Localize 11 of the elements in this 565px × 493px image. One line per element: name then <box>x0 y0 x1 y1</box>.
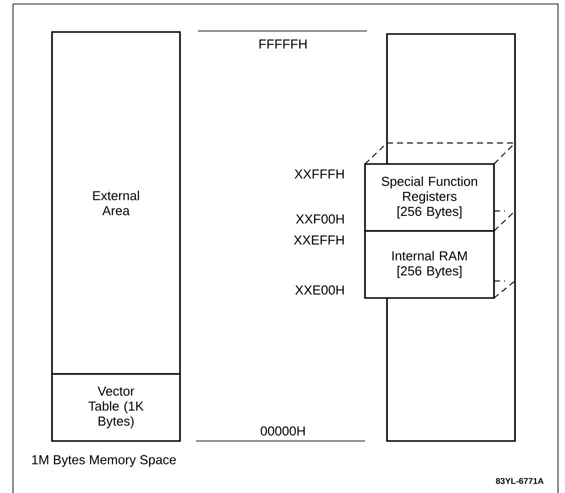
address-label: XXE00H <box>295 285 344 295</box>
address-label: XXEFFH <box>294 236 344 244</box>
address-label: XXF00H <box>296 214 344 224</box>
memory-region-box: Internal RAM [256 Bytes] <box>364 230 495 299</box>
address-label: 00000H <box>260 426 305 436</box>
address-label: FFFFFH <box>260 40 306 48</box>
figure-number: 83YL-6771A <box>496 478 544 484</box>
caption-text: 1M Bytes Memory Space <box>32 455 176 467</box>
address-label: XXFFFH <box>294 170 344 178</box>
memory-region-box: Special Function Registers [256 Bytes] <box>364 163 495 232</box>
memory-region-box: Vector Table (1K Bytes) <box>51 373 181 442</box>
